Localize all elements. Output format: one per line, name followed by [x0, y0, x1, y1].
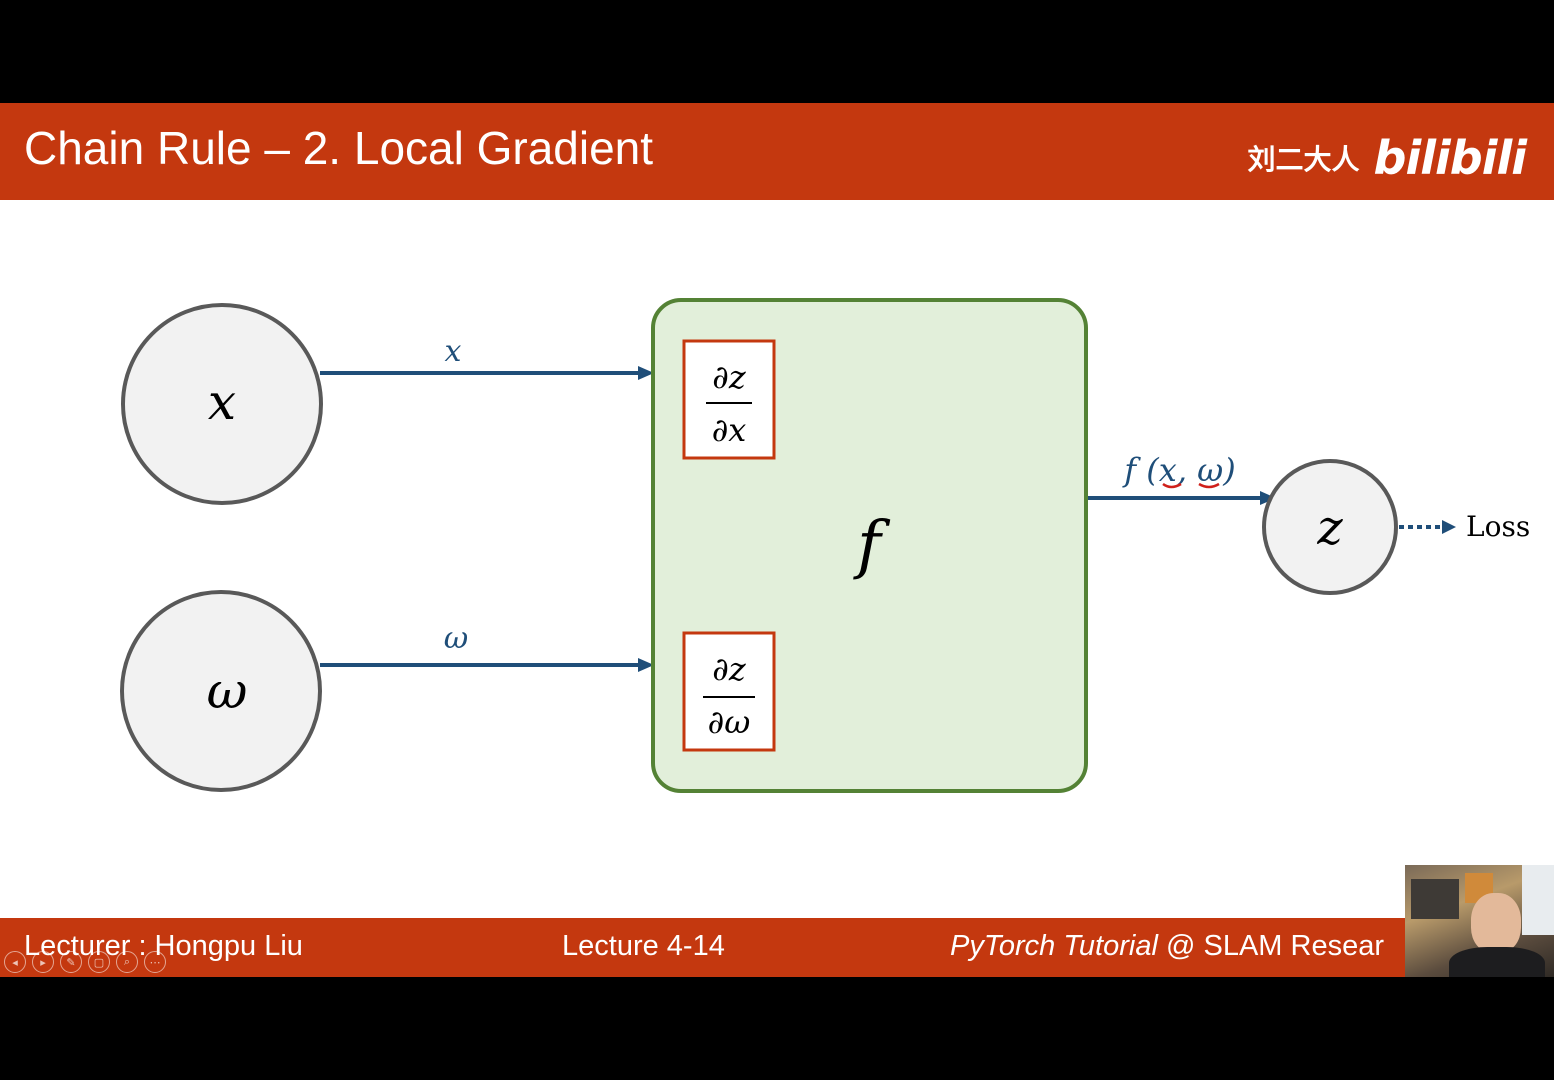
edge-omega-label: ω — [444, 621, 468, 656]
footer-course-affiliation: @ SLAM Resear — [1157, 930, 1384, 962]
loss-label: Loss — [1466, 510, 1530, 543]
edge-x-arrowhead — [638, 366, 654, 380]
edge-x-label: x — [445, 334, 462, 369]
node-omega-label: ω — [207, 662, 248, 720]
webcam-presenter-body — [1449, 947, 1545, 977]
webcam-background-window — [1522, 865, 1554, 935]
output-edge-label: f (x, ω) — [1122, 451, 1235, 489]
edge-omega-arrowhead — [638, 658, 654, 672]
slide-title: Chain Rule – 2. Local Gradient — [24, 122, 654, 174]
gradient-dz-dx-denominator: ∂x — [712, 411, 747, 449]
webcam-presenter-head — [1471, 893, 1521, 953]
node-z-label: z — [1316, 500, 1343, 556]
footer-bar: Lecturer : Hongpu Liu Lecture 4-14 PyTor… — [0, 918, 1554, 977]
node-z — [1262, 459, 1398, 595]
computation-graph: x ω x ω f ∂z ∂x ∂z ∂ω f (x, ω) z — [120, 298, 1530, 793]
zoom-icon[interactable]: ⌕ — [116, 951, 138, 973]
gradient-box-dz-dx — [682, 339, 776, 460]
webcam-background-shelf — [1411, 879, 1459, 919]
edge-z-to-loss-arrowhead — [1442, 520, 1456, 534]
footer-course-name: PyTorch Tutorial — [950, 930, 1158, 962]
node-x-label: x — [208, 373, 236, 431]
slide: Chain Rule – 2. Local Gradient 刘二大人 bili… — [0, 103, 1554, 977]
footer-lecture-number: Lecture 4-14 — [562, 930, 725, 962]
slideshow-controls: ◂ ▸ ✎ ▢ ⌕ ⋯ — [4, 951, 166, 973]
next-slide-icon[interactable]: ▸ — [32, 951, 54, 973]
prev-slide-icon[interactable]: ◂ — [4, 951, 26, 973]
slides-grid-icon[interactable]: ▢ — [88, 951, 110, 973]
more-options-icon[interactable]: ⋯ — [144, 951, 166, 973]
node-x — [121, 303, 323, 505]
footer-course: PyTorch Tutorial @ SLAM Resear — [950, 930, 1384, 963]
edge-f-to-z-arrowhead — [1260, 491, 1276, 505]
gradient-dz-dx-numerator: ∂z — [712, 358, 747, 396]
pen-icon[interactable]: ✎ — [60, 951, 82, 973]
title-bar: Chain Rule – 2. Local Gradient 刘二大人 bili… — [0, 103, 1554, 200]
bilibili-logo: bilibili — [1373, 131, 1527, 185]
gradient-box-dz-domega — [682, 631, 776, 752]
presenter-webcam-overlay — [1405, 865, 1554, 977]
author-watermark: 刘二大人 — [1247, 143, 1360, 176]
watermark: 刘二大人 bilibili — [1247, 131, 1527, 185]
gradient-dz-domega-denominator: ∂ω — [708, 703, 751, 741]
gradient-dz-domega-numerator: ∂z — [712, 650, 747, 688]
annotation-underline-omega — [1198, 482, 1220, 489]
node-omega — [120, 590, 322, 792]
annotation-underline-x — [1162, 482, 1182, 489]
